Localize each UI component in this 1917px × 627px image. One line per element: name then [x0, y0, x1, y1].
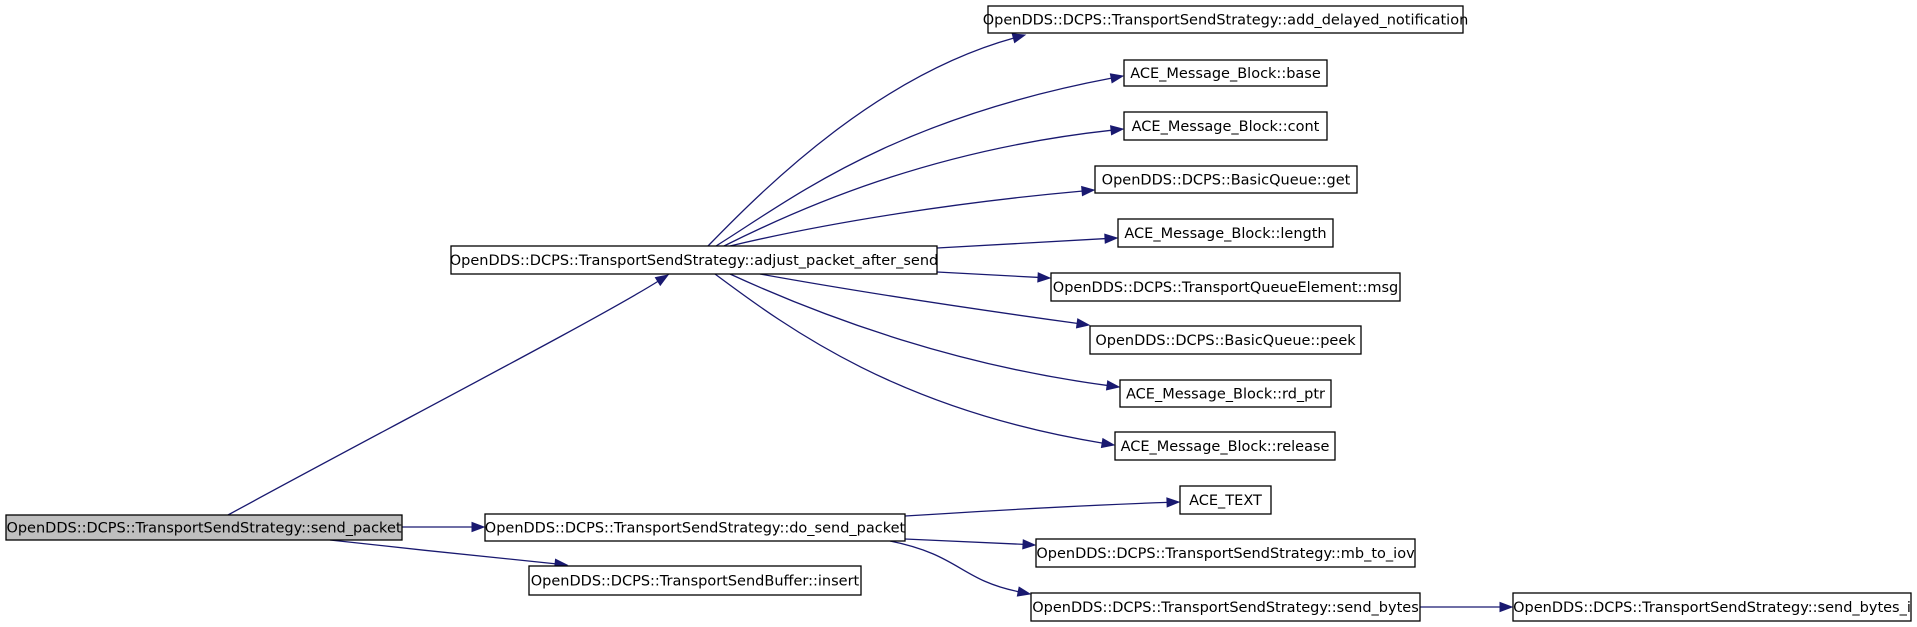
arrowhead-icon	[1499, 601, 1514, 613]
node-peek[interactable]: OpenDDS::DCPS::BasicQueue::peek	[1089, 325, 1362, 355]
node-label: ACE_Message_Block::rd_ptr	[1126, 387, 1325, 403]
edge-send_packet-to-do_send_packet	[402, 521, 486, 533]
node-rd-ptr[interactable]: ACE_Message_Block::rd_ptr	[1119, 379, 1332, 408]
arrowhead-icon	[1016, 586, 1032, 597]
node-release[interactable]: ACE_Message_Block::release	[1114, 431, 1336, 461]
node-label: OpenDDS::DCPS::BasicQueue::get	[1102, 173, 1351, 189]
arrowhead-icon	[1110, 125, 1125, 136]
nodes-layer: OpenDDS::DCPS::TransportSendStrategy::se…	[5, 5, 1912, 622]
node-mb-to-iov[interactable]: OpenDDS::DCPS::TransportSendStrategy::mb…	[1035, 538, 1416, 568]
edge-line	[227, 280, 660, 516]
edge-adjust_packet_after_send-to-msg	[936, 271, 1052, 283]
edge-do_send_packet-to-mb_to_iov	[904, 538, 1037, 550]
node-box[interactable]	[1035, 538, 1416, 568]
arrowhead-icon	[1037, 272, 1052, 283]
node-box[interactable]	[1089, 325, 1362, 355]
node-label: OpenDDS::DCPS::TransportSendStrategy::ad…	[983, 13, 1469, 29]
node-send-bytes[interactable]: OpenDDS::DCPS::TransportSendStrategy::se…	[1030, 592, 1421, 622]
node-cont[interactable]: ACE_Message_Block::cont	[1123, 111, 1328, 141]
edge-do_send_packet-to-ACE_TEXT	[904, 497, 1181, 517]
node-box[interactable]	[450, 245, 938, 275]
node-box	[5, 514, 403, 541]
edge-line	[936, 271, 1040, 279]
arrowhead-icon	[654, 274, 670, 287]
arrowhead-icon	[1075, 318, 1091, 329]
node-box[interactable]	[1030, 592, 1421, 622]
node-base[interactable]: ACE_Message_Block::base	[1123, 59, 1328, 87]
arrowhead-icon	[1100, 437, 1116, 449]
arrowhead-icon	[1081, 185, 1096, 197]
node-box[interactable]	[1123, 59, 1328, 87]
node-label: OpenDDS::DCPS::TransportSendStrategy::mb…	[1036, 546, 1415, 562]
edge-adjust_packet_after_send-to-get	[729, 185, 1096, 247]
node-box[interactable]	[1179, 485, 1272, 515]
node-insert[interactable]: OpenDDS::DCPS::TransportSendBuffer::inse…	[528, 565, 862, 596]
edge-send_packet-to-insert	[329, 539, 569, 569]
node-box[interactable]	[1119, 379, 1332, 408]
edge-send_packet-to-adjust_packet_after_send	[227, 274, 670, 516]
arrowhead-icon	[1105, 380, 1121, 391]
arrowhead-icon	[1166, 497, 1181, 508]
node-label: OpenDDS::DCPS::TransportSendStrategy::se…	[6, 521, 401, 537]
node-box[interactable]	[1512, 592, 1912, 622]
node-label: OpenDDS::DCPS::TransportSendBuffer::inse…	[531, 574, 860, 590]
arrowhead-icon	[471, 521, 486, 533]
node-send-packet: OpenDDS::DCPS::TransportSendStrategy::se…	[5, 514, 403, 541]
node-send-bytes-i[interactable]: OpenDDS::DCPS::TransportSendStrategy::se…	[1512, 592, 1912, 622]
node-label: OpenDDS::DCPS::TransportSendStrategy::se…	[1032, 600, 1419, 616]
edge-line	[729, 190, 1084, 247]
edge-line	[329, 539, 557, 565]
node-box[interactable]	[528, 565, 862, 596]
node-label: ACE_Message_Block::release	[1121, 439, 1330, 455]
edge-line	[936, 237, 1107, 249]
edge-line	[904, 538, 1025, 546]
node-box[interactable]	[1114, 431, 1336, 461]
node-box[interactable]	[1117, 218, 1334, 248]
node-box[interactable]	[484, 513, 906, 542]
edge-line	[723, 129, 1113, 247]
arrowhead-icon	[1104, 233, 1119, 244]
edge-adjust_packet_after_send-to-length	[936, 233, 1119, 249]
node-label: ACE_Message_Block::length	[1124, 226, 1326, 242]
edges-layer	[227, 33, 1514, 613]
arrowhead-icon	[1022, 539, 1037, 550]
edge-adjust_packet_after_send-to-cont	[723, 125, 1125, 247]
node-label: OpenDDS::DCPS::TransportQueueElement::ms…	[1053, 280, 1398, 296]
node-box[interactable]	[1094, 165, 1358, 194]
node-ACE-TEXT[interactable]: ACE_TEXT	[1179, 485, 1272, 515]
edge-line	[889, 540, 1020, 593]
node-label: OpenDDS::DCPS::TransportSendStrategy::do…	[485, 521, 906, 537]
node-do-send-packet[interactable]: OpenDDS::DCPS::TransportSendStrategy::do…	[484, 513, 906, 542]
edge-adjust_packet_after_send-to-add_delayed_notification	[707, 33, 1027, 247]
arrowhead-icon	[1109, 73, 1125, 84]
node-get[interactable]: OpenDDS::DCPS::BasicQueue::get	[1094, 165, 1358, 194]
edge-adjust_packet_after_send-to-rd_ptr	[729, 273, 1121, 391]
node-label: ACE_TEXT	[1189, 493, 1262, 509]
edge-line	[707, 37, 1015, 247]
node-label: ACE_Message_Block::base	[1130, 66, 1321, 82]
node-box[interactable]	[987, 5, 1464, 34]
node-label: ACE_Message_Block::cont	[1132, 119, 1320, 135]
node-adjust-packet-after-send[interactable]: OpenDDS::DCPS::TransportSendStrategy::ad…	[450, 245, 938, 275]
node-box[interactable]	[1123, 111, 1328, 141]
arrowhead-icon	[1011, 33, 1027, 44]
node-msg[interactable]: OpenDDS::DCPS::TransportQueueElement::ms…	[1050, 272, 1401, 302]
edge-line	[714, 273, 1104, 444]
edge-line	[904, 501, 1169, 517]
edge-send_bytes-to-send_bytes_i	[1419, 601, 1514, 613]
node-box[interactable]	[1050, 272, 1401, 302]
node-length[interactable]: ACE_Message_Block::length	[1117, 218, 1334, 248]
edge-do_send_packet-to-send_bytes	[889, 540, 1032, 597]
edge-line	[715, 77, 1113, 247]
edge-adjust_packet_after_send-to-base	[715, 73, 1125, 247]
node-label: OpenDDS::DCPS::TransportSendStrategy::se…	[1513, 600, 1911, 616]
node-add-delayed-notification[interactable]: OpenDDS::DCPS::TransportSendStrategy::ad…	[983, 5, 1469, 34]
edge-line	[759, 273, 1079, 325]
node-label: OpenDDS::DCPS::TransportSendStrategy::ad…	[450, 253, 938, 269]
edge-adjust_packet_after_send-to-release	[714, 273, 1116, 449]
edge-adjust_packet_after_send-to-peek	[759, 273, 1091, 329]
node-label: OpenDDS::DCPS::BasicQueue::peek	[1095, 333, 1356, 349]
edge-line	[729, 273, 1109, 387]
